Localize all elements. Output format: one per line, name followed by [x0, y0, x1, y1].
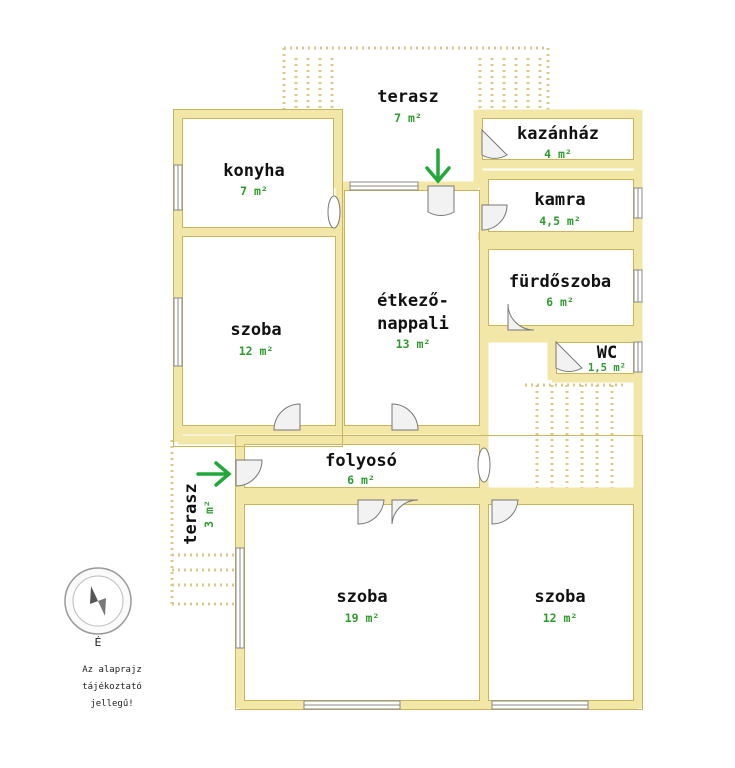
svg-text:szoba: szoba: [336, 587, 387, 607]
room-szoba-big: szoba 19 m²: [336, 587, 387, 625]
terrace-side-outline: [170, 440, 236, 606]
room-szoba-left: szoba 12 m²: [230, 320, 281, 358]
svg-text:étkező-: étkező-: [377, 291, 449, 311]
svg-text:kamra: kamra: [534, 190, 585, 210]
room-kamra: kamra 4,5 m²: [534, 190, 585, 228]
terrace-top-outline: [282, 46, 550, 110]
stairs: [525, 383, 625, 490]
room-konyha: konyha 7 m²: [223, 161, 284, 198]
svg-text:folyosó: folyosó: [325, 451, 397, 471]
svg-text:konyha: konyha: [223, 161, 284, 181]
svg-text:6 m²: 6 m²: [546, 295, 574, 309]
windows: [173, 164, 643, 710]
svg-text:terasz: terasz: [377, 87, 438, 107]
svg-text:12 m²: 12 m²: [239, 344, 274, 358]
svg-text:3 m²: 3 m²: [202, 500, 216, 528]
walls: [173, 109, 643, 710]
svg-text:13 m²: 13 m²: [396, 337, 431, 351]
svg-text:WC: WC: [597, 343, 617, 363]
room-terasz-top: terasz 7 m²: [377, 87, 438, 125]
disclaimer-note: Az alaprajz tájékoztató jellegű!: [82, 665, 142, 709]
svg-text:kazánház: kazánház: [517, 124, 599, 144]
room-szoba-right: szoba 12 m²: [534, 587, 585, 625]
room-furdoszoba: fürdőszoba 6 m²: [509, 272, 611, 309]
compass-label: É: [95, 636, 102, 649]
compass-icon: É: [64, 567, 132, 649]
svg-text:6 m²: 6 m²: [347, 473, 375, 487]
room-terasz-side: terasz 3 m²: [181, 483, 216, 544]
svg-text:12 m²: 12 m²: [543, 611, 578, 625]
svg-text:4 m²: 4 m²: [544, 147, 572, 161]
svg-text:7 m²: 7 m²: [394, 111, 422, 125]
svg-text:nappali: nappali: [377, 314, 449, 334]
svg-text:terasz: terasz: [181, 483, 201, 544]
doors: [235, 128, 583, 525]
svg-text:7 m²: 7 m²: [240, 184, 268, 198]
room-kazanhaz: kazánház 4 m²: [517, 124, 599, 161]
room-etkezo-nappali: étkező- nappali 13 m²: [377, 291, 449, 351]
room-folyoso: folyosó 6 m²: [325, 451, 397, 487]
svg-text:fürdőszoba: fürdőszoba: [509, 272, 611, 292]
svg-text:19 m²: 19 m²: [345, 611, 380, 625]
svg-text:1,5 m²: 1,5 m²: [588, 362, 626, 374]
svg-text:4,5 m²: 4,5 m²: [539, 214, 581, 228]
entry-arrow-side: [196, 461, 232, 487]
entry-arrow-top: [425, 148, 451, 184]
svg-text:szoba: szoba: [534, 587, 585, 607]
room-wc: WC 1,5 m²: [588, 343, 626, 374]
svg-text:szoba: szoba: [230, 320, 281, 340]
